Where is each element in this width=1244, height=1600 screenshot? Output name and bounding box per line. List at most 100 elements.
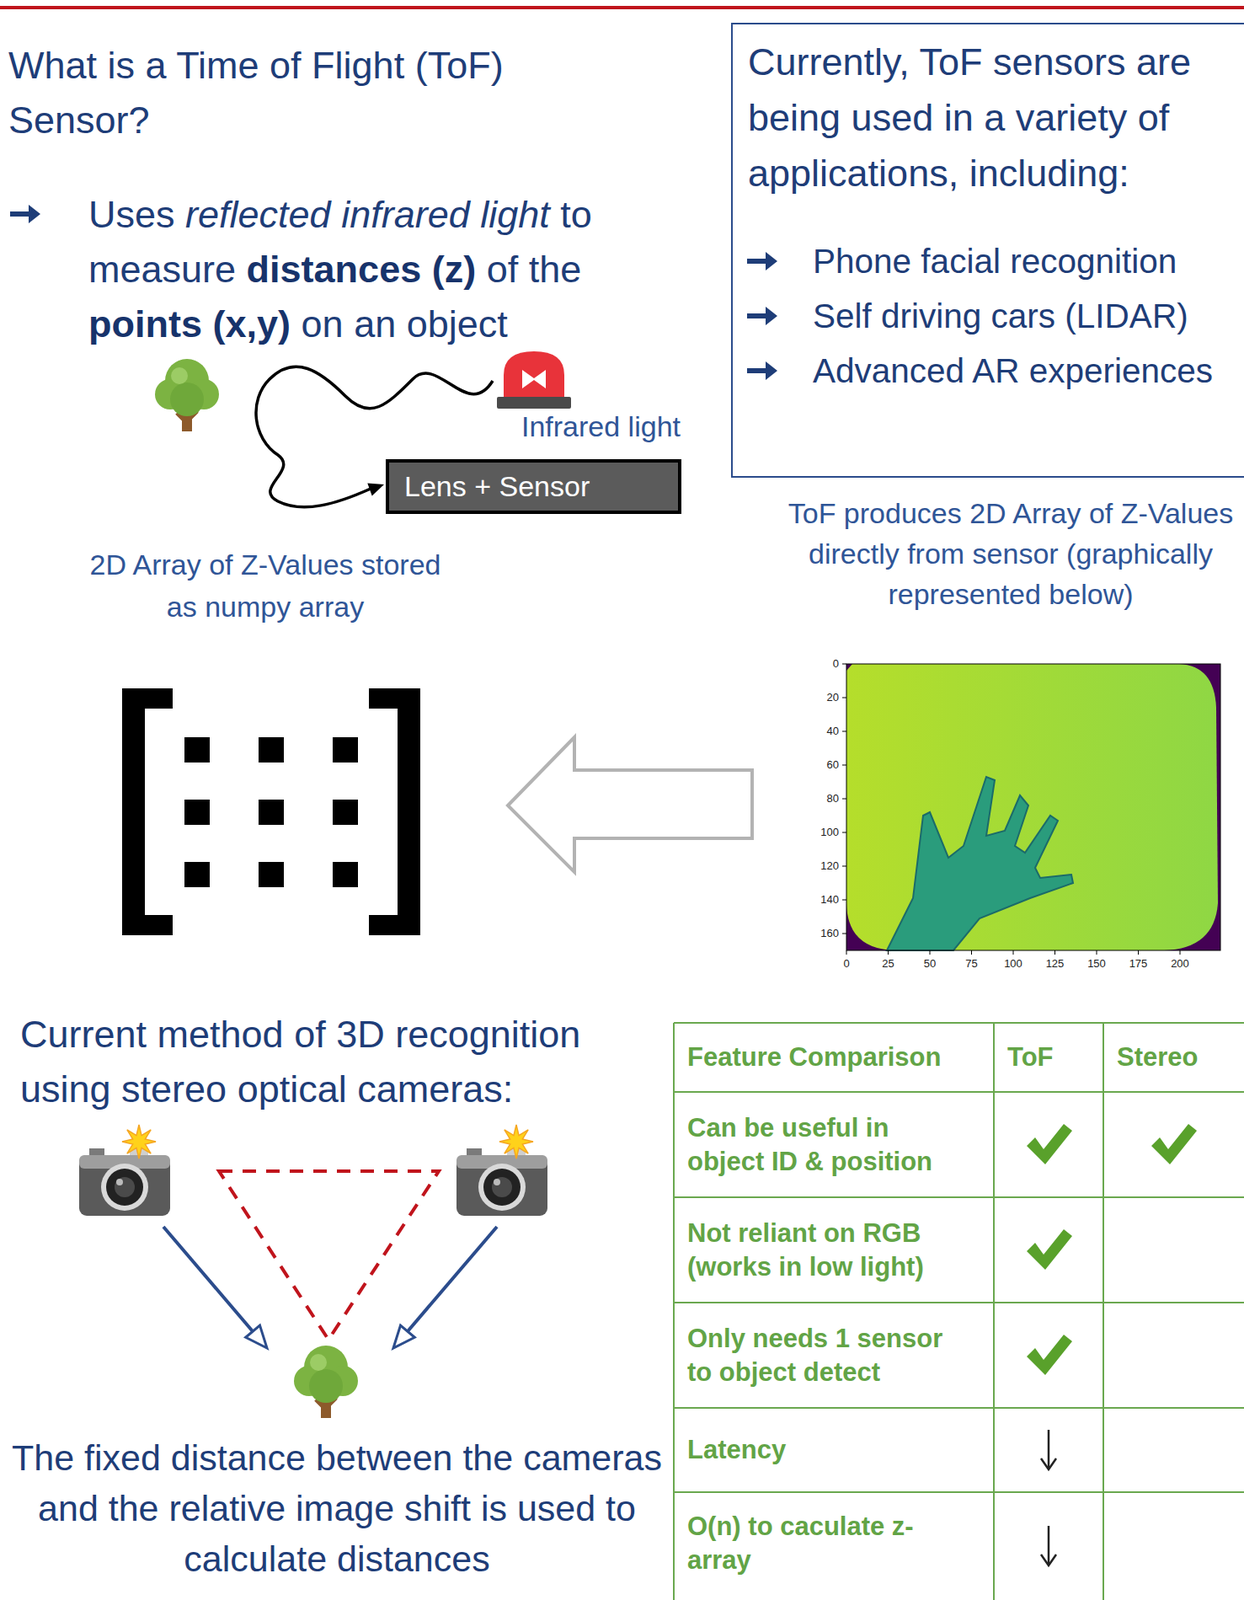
table-grid — [672, 1022, 675, 1600]
axis-tick — [842, 865, 847, 867]
down-arrow — [1047, 1525, 1051, 1565]
text-run: to — [560, 192, 593, 236]
table-cell-text: Stereo — [1116, 1022, 1235, 1092]
array-bracket — [258, 799, 284, 825]
axis-tick — [842, 899, 847, 901]
text-run: (x,y) — [213, 302, 292, 346]
axis-tick-label: 50 — [912, 956, 947, 971]
text-run — [475, 247, 487, 291]
axis-tick — [842, 764, 847, 766]
axis-tick-label: 175 — [1121, 956, 1156, 971]
text-run: distances — [246, 247, 422, 291]
check-mark — [1026, 1228, 1073, 1270]
section-heading: What is a Time of Flight (ToF) Sensor? — [8, 37, 598, 148]
text-run: points — [88, 302, 203, 346]
axis-tick — [842, 731, 847, 732]
axis-tick-label: 60 — [803, 758, 839, 772]
down-arrow — [1041, 1553, 1057, 1565]
text-run: the — [528, 247, 582, 291]
table-grid — [673, 1022, 1244, 1600]
bullet-text: Phone facial recognition — [812, 238, 1234, 284]
array-bracket — [258, 736, 284, 763]
view-arrow — [407, 1226, 497, 1331]
axis-tick-label: 120 — [803, 859, 839, 873]
down-arrow — [1047, 1429, 1051, 1469]
down-arrow — [1041, 1525, 1057, 1565]
axis-tick — [971, 950, 972, 955]
axis-tick — [842, 663, 1180, 955]
sensor-box: Lens + Sensor — [385, 459, 682, 514]
text-run: an — [353, 302, 396, 346]
bullet-arrow — [747, 306, 778, 326]
text-run: light — [480, 192, 550, 236]
depth-heatmap — [846, 663, 1221, 951]
axis-tick-label: 200 — [1163, 956, 1197, 971]
down-arrow — [1041, 1457, 1057, 1469]
sensor-caption: ToF produces 2D Array of Z-Values direct… — [783, 492, 1239, 614]
table-grid — [673, 1301, 1244, 1303]
table-cell-text: Feature Comparison — [687, 1022, 957, 1092]
table-cell-text: Latency — [687, 1407, 957, 1492]
axis-tick — [842, 798, 847, 800]
camera-icon — [456, 1124, 548, 1216]
table-grid — [673, 1090, 1244, 1093]
applications-panel: Currently, ToF sensors are being used in… — [731, 22, 1244, 478]
text-run — [235, 247, 247, 291]
axis-tick-label: 125 — [1038, 956, 1073, 971]
hollow-arrow — [507, 736, 753, 872]
depth-heatmap — [846, 663, 1221, 951]
tree-icon — [293, 1345, 358, 1418]
table-cell-text: Not reliant on RGB (works in low light) — [687, 1196, 957, 1303]
siren-icon — [496, 396, 572, 409]
light-label: Infrared light — [521, 409, 758, 444]
check-mark — [1026, 1123, 1197, 1375]
table-grid — [673, 1406, 1244, 1409]
array-bracket — [184, 736, 210, 763]
array-bracket — [184, 861, 210, 887]
axis-tick — [887, 950, 889, 955]
axis-tick — [1137, 950, 1139, 955]
table-grid — [673, 1021, 1244, 1024]
siren-icon — [503, 351, 565, 402]
text-run — [395, 302, 407, 346]
text-run: (z) — [432, 247, 476, 291]
table-grid — [1102, 1022, 1105, 1600]
text-run — [517, 247, 529, 291]
axis-tick — [1013, 950, 1015, 955]
axis-tick — [1054, 950, 1056, 955]
siren-icon — [496, 351, 572, 409]
section-heading: Current method of 3D recognition using s… — [20, 1006, 661, 1116]
axis-tick-label: 20 — [803, 690, 839, 705]
bullet-arrow — [747, 251, 778, 271]
depth-heatmap — [846, 663, 1218, 951]
axis-tick-label: 100 — [996, 956, 1031, 971]
array-bracket — [122, 688, 173, 935]
bullet-arrow — [747, 361, 778, 380]
axis-tick-label: 75 — [955, 956, 989, 971]
bullet-text: Self driving cars (LIDAR) — [812, 293, 1234, 339]
array-bracket — [258, 861, 284, 887]
text-run — [290, 302, 302, 346]
light-path — [367, 483, 385, 497]
axis-tick — [929, 950, 931, 955]
text-run: on — [301, 302, 344, 346]
down-arrow — [1041, 1429, 1057, 1565]
box-label: Lens + Sensor — [404, 462, 590, 511]
table-cell-text: Can be useful in object ID & position — [687, 1091, 957, 1197]
axis-tick — [1179, 950, 1181, 955]
text-run: of — [486, 247, 519, 291]
array-bracket — [332, 799, 358, 825]
axis-tick-label: 0 — [829, 956, 864, 971]
tree-icon — [154, 358, 219, 432]
array-bracket — [184, 799, 210, 825]
axis-tick-label: 140 — [803, 892, 839, 907]
bullet-text: Advanced AR experiences — [812, 347, 1234, 394]
text-run: reflected — [185, 192, 332, 236]
table-grid — [993, 1022, 995, 1600]
siren-icon — [522, 369, 546, 389]
array-bracket — [332, 861, 358, 887]
text-run: measure — [88, 247, 236, 291]
table-cell-text: ToF — [1007, 1022, 1097, 1092]
view-arrow — [163, 1226, 497, 1348]
